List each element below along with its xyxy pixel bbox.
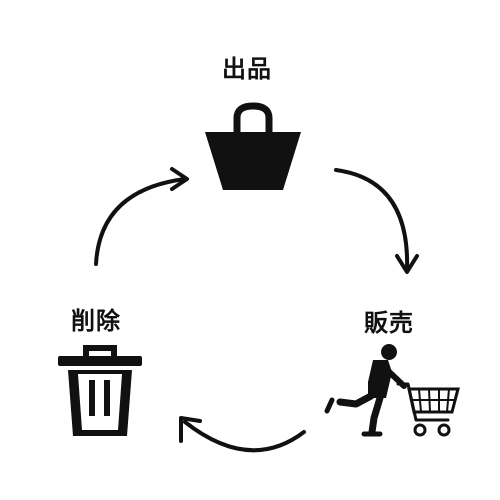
shopper-with-cart-icon bbox=[324, 344, 460, 437]
trash-can-icon bbox=[58, 345, 142, 436]
step-label-sell: 販売 bbox=[364, 309, 414, 337]
shopping-bag-icon bbox=[205, 102, 301, 190]
arrow-delete-to-list bbox=[94, 167, 189, 266]
arrow-list-to-sell bbox=[334, 168, 419, 274]
step-label-delete: 削除 bbox=[71, 307, 121, 335]
step-label-list: 出品 bbox=[222, 55, 272, 83]
arrow-sell-to-delete bbox=[179, 416, 306, 453]
